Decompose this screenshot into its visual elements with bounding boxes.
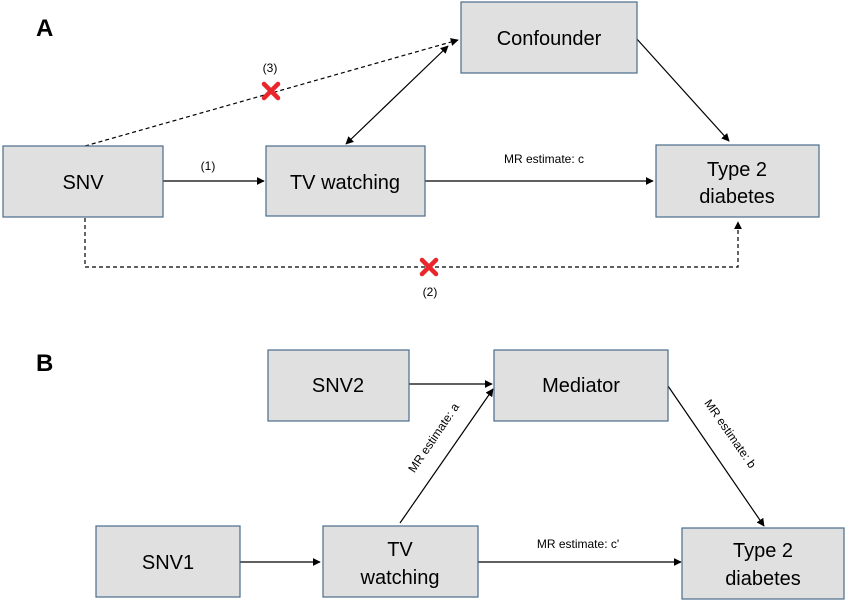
cross-mark-path-2 — [419, 257, 439, 277]
node-type2-diabetes-a-line1: Type 2 — [707, 159, 767, 181]
edge-confounder-to-type2-diabetes — [635, 37, 730, 142]
node-snv2-label: SNV2 — [312, 375, 364, 397]
node-type2-diabetes-a: Type 2 diabetes — [655, 144, 820, 218]
node-type2-diabetes-b-line1: Type 2 — [733, 540, 793, 562]
edge-confounder-tv-watching — [345, 45, 449, 145]
node-snv1-label: SNV1 — [142, 552, 194, 574]
edge-label-mr-estimate-c: MR estimate: c — [504, 152, 584, 166]
node-confounder-label: Confounder — [497, 28, 602, 50]
edge-label-1: (1) — [201, 159, 216, 173]
node-type2-diabetes-b-line2: diabetes — [725, 568, 801, 590]
node-tv-watching-a-label: TV watching — [290, 172, 400, 194]
edge-label-mr-estimate-b: MR estimate: b — [701, 397, 759, 471]
panel-label-b: B — [36, 350, 53, 377]
edge-mediator-to-type2-diabetes — [667, 385, 765, 527]
node-snv1: SNV1 — [95, 525, 241, 598]
node-snv: SNV — [2, 145, 164, 218]
node-type2-diabetes-a-line2: diabetes — [699, 186, 775, 208]
edge-snv-to-type2-diabetes — [84, 218, 742, 268]
edge-label-3: (3) — [263, 61, 278, 75]
node-tv-watching-b-line1: TV — [387, 539, 413, 561]
edge-tv-watching-to-mediator — [399, 388, 494, 524]
node-mediator: Mediator — [493, 349, 669, 422]
edge-label-mr-estimate-a: MR estimate: a — [405, 400, 462, 475]
edge-label-2: (2) — [423, 285, 438, 299]
node-snv2: SNV2 — [267, 349, 410, 422]
node-tv-watching-b-line2: watching — [360, 567, 440, 589]
node-confounder: Confounder — [460, 1, 638, 74]
node-mediator-label: Mediator — [542, 375, 620, 397]
edge-label-mr-estimate-c-prime: MR estimate: c' — [537, 537, 619, 551]
node-snv-label: SNV — [62, 172, 104, 194]
node-type2-diabetes-b: Type 2 diabetes — [681, 527, 845, 600]
node-tv-watching-b: TV watching — [322, 525, 479, 598]
panel-label-a: A — [36, 15, 53, 42]
node-tv-watching-a: TV watching — [265, 145, 426, 217]
cross-mark-path-3 — [261, 81, 281, 101]
